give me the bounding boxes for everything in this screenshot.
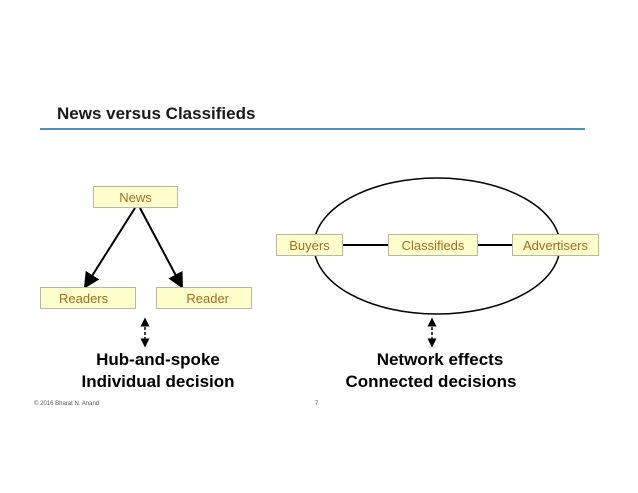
classifieds-node: Classifieds [388, 234, 478, 256]
slide-title: News versus Classifieds [57, 104, 256, 123]
buyers-node: Buyers [276, 234, 343, 256]
right-caption-line1: Network effects [376, 350, 504, 369]
readers-node: Readers [40, 287, 136, 309]
advertisers-node: Advertisers [512, 234, 599, 256]
page-number: 7 [315, 401, 319, 407]
title-rule [40, 128, 585, 130]
right-caption: Network effects Connected decisions [318, 349, 544, 393]
news-node: News [93, 186, 178, 208]
arrow-news-to-readers [83, 207, 136, 289]
right-caption-line2: Connected decisions [345, 372, 517, 391]
reader-node: Reader [156, 287, 252, 309]
footer-copyright: © 2016 Bharat N. Anand [34, 401, 100, 407]
left-caption-line2: Individual decision [81, 372, 235, 391]
left-caption-line1: Hub-and-spoke [96, 350, 220, 369]
left-caption: Hub-and-spoke Individual decision [58, 349, 258, 393]
arrow-news-to-reader [139, 207, 183, 289]
